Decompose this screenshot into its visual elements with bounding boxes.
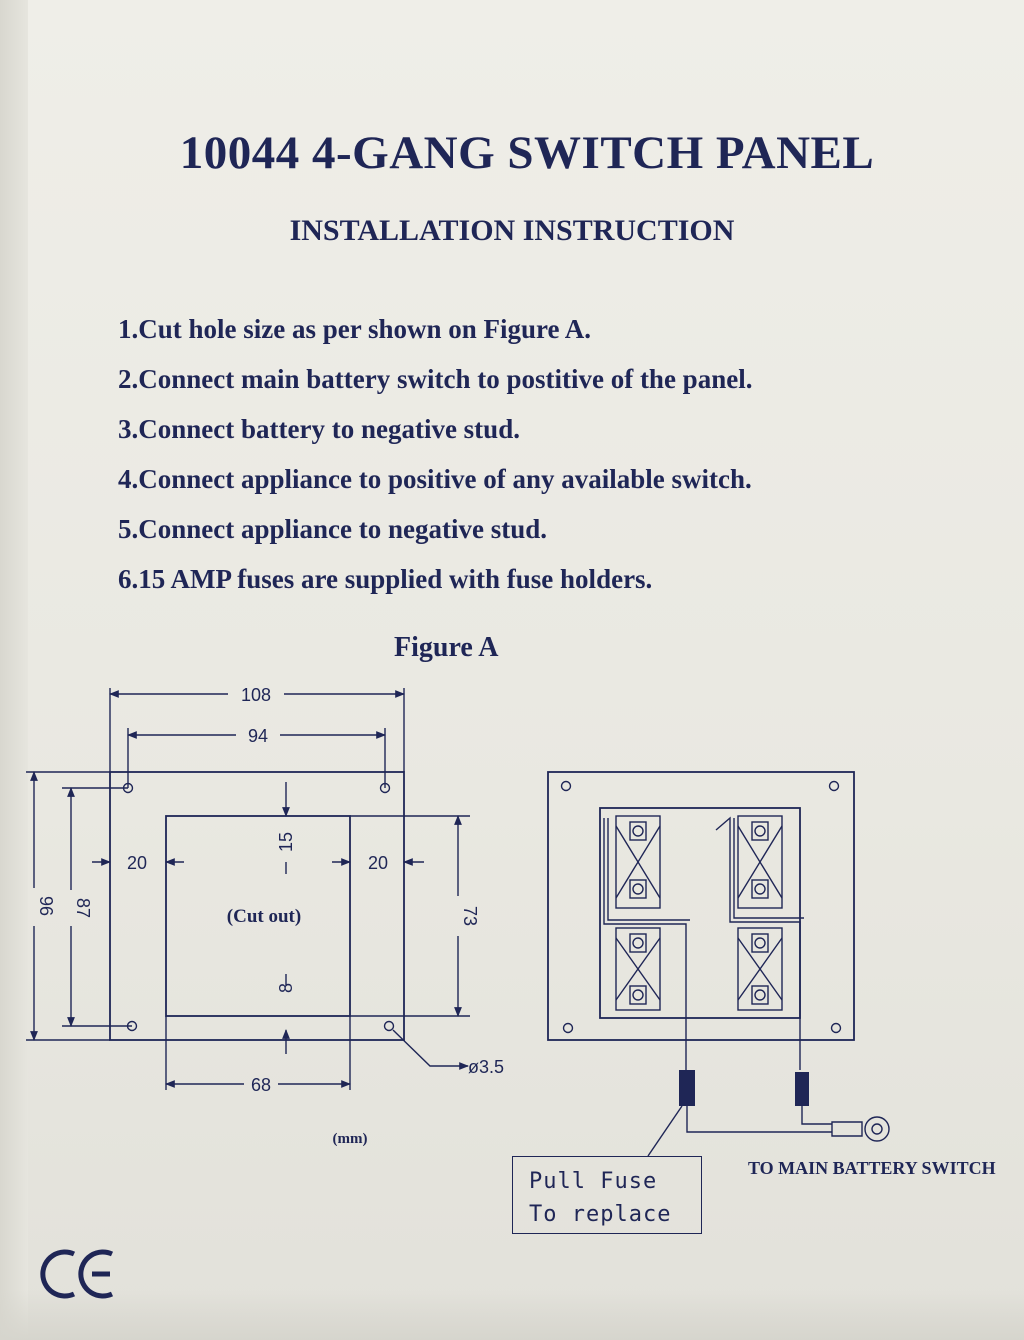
dim-94: 94 xyxy=(248,726,268,746)
switch-unit xyxy=(737,927,783,1011)
page-title: 10044 4-GANG SWITCH PANEL xyxy=(179,127,875,179)
dim-20-left: 20 xyxy=(127,853,147,873)
page-subtitle: INSTALLATION INSTRUCTION xyxy=(289,214,735,247)
switch-unit xyxy=(737,815,783,909)
instruction-step: 2.Connect main battery switch to postiti… xyxy=(118,364,753,394)
dim-87: 87 xyxy=(73,898,93,918)
cutout-dimension-drawing: 108 94 96 87 20 20 15 8 xyxy=(26,685,504,1147)
instruction-step: 3.Connect battery to negative stud. xyxy=(118,414,520,444)
ce-mark-logo xyxy=(40,1249,114,1299)
fuse-leader xyxy=(647,1105,683,1157)
dim-73: 73 xyxy=(460,906,480,926)
sheet-edge-shadow xyxy=(0,0,28,1340)
switch-unit xyxy=(615,815,661,909)
instruction-step: 5.Connect appliance to negative stud. xyxy=(118,514,548,544)
pull-fuse-callout: Pull Fuse To replace xyxy=(512,1156,702,1234)
dim-96: 96 xyxy=(36,896,56,916)
ring-terminal xyxy=(831,1121,863,1137)
instruction-step: 1.Cut hole size as per shown on Figure A… xyxy=(118,314,592,344)
instruction-step: 4.Connect appliance to positive of any a… xyxy=(118,464,752,494)
dim-hole-diameter: ø3.5 xyxy=(468,1057,504,1077)
mounting-hole xyxy=(383,1020,395,1032)
panel-outline xyxy=(109,771,405,1041)
positive-wire xyxy=(603,818,687,1078)
switch-unit xyxy=(615,927,661,1011)
dim-8: 8 xyxy=(276,983,296,993)
instruction-step: 6.15 AMP fuses are supplied with fuse ho… xyxy=(118,564,653,594)
wiring-diagram xyxy=(547,771,890,1157)
fuse-callout-line-2: To replace xyxy=(529,1202,672,1227)
main-battery-label: TO MAIN BATTERY SWITCH xyxy=(748,1158,996,1178)
fuse-holder xyxy=(679,1070,695,1106)
sheet-bottom-shadow xyxy=(0,1290,1024,1340)
fuse-callout-line-1: Pull Fuse xyxy=(529,1169,658,1194)
positive-wire xyxy=(715,816,801,1070)
cutout-outline xyxy=(165,815,351,1017)
dim-20-right: 20 xyxy=(368,853,388,873)
dim-15: 15 xyxy=(276,832,296,852)
unit-label: (mm) xyxy=(333,1131,368,1147)
figure-title: Figure A xyxy=(394,632,499,663)
fuse-holder xyxy=(795,1072,809,1106)
dim-68: 68 xyxy=(251,1075,271,1095)
instruction-steps: 1.Cut hole size as per shown on Figure A… xyxy=(118,312,752,612)
cutout-label: (Cut out) xyxy=(227,906,301,927)
switch-block xyxy=(599,807,801,1019)
switch-panel-outline xyxy=(547,771,855,1041)
dim-108: 108 xyxy=(241,685,271,705)
